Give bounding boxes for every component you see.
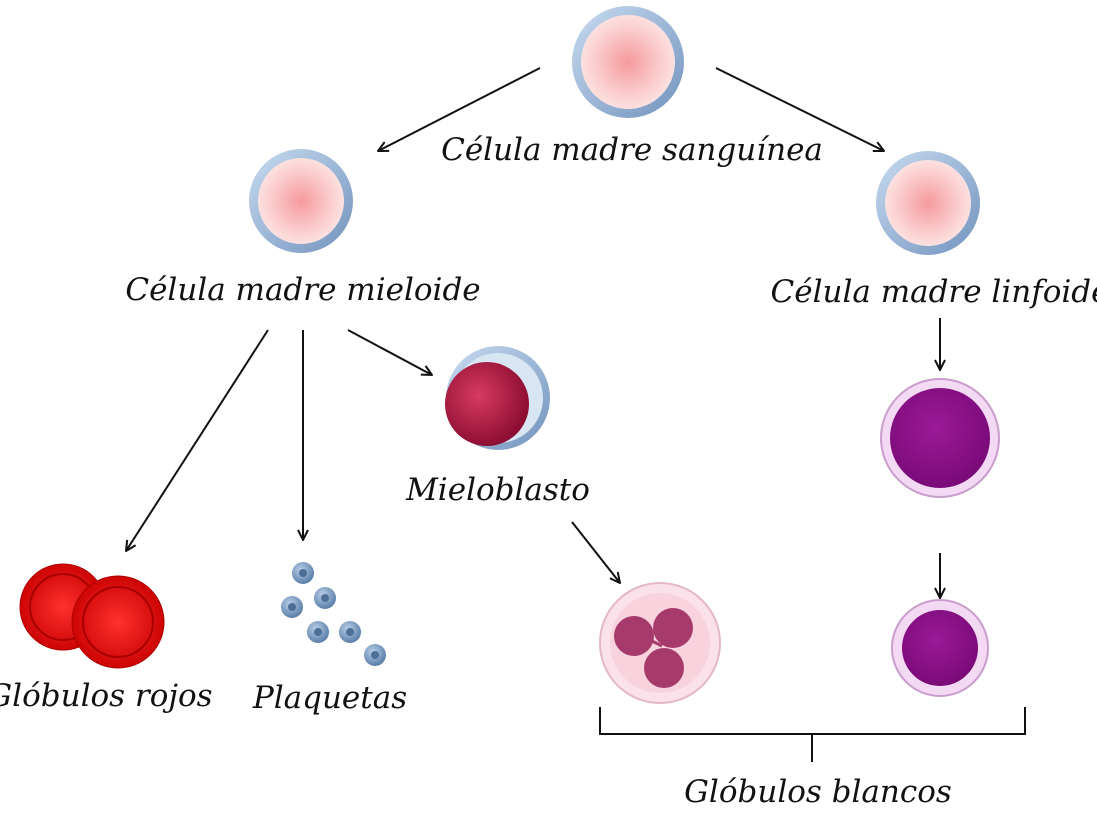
platelet	[339, 621, 361, 643]
arrow-myeloid-to-red-cells	[126, 329, 269, 551]
arrow-stem-to-lymphoid	[715, 67, 884, 151]
lymphoblast-cell	[880, 378, 1000, 498]
granulocyte-cell	[599, 582, 721, 704]
platelet	[364, 644, 386, 666]
arrow-stem-to-myeloid	[378, 67, 541, 151]
stem-cell-label: Célula madre sanguínea	[441, 132, 823, 168]
arrows	[126, 67, 940, 598]
white-cells-label: Glóbulos blancos	[684, 774, 952, 810]
arrow-myeloblast-to-granulocyte	[571, 521, 620, 583]
platelet	[281, 596, 303, 618]
lymphocyte-cell	[891, 599, 989, 697]
lymphoid-stem-cell-label: Célula madre linfoide	[771, 274, 1097, 310]
myeloid-stem-cell-label: Célula madre mieloide	[125, 272, 480, 308]
platelet	[307, 621, 329, 643]
platelets-label: Plaquetas	[252, 680, 407, 716]
platelet	[314, 587, 336, 609]
red-blood-cells-label: Glóbulos rojos	[0, 678, 213, 714]
lymphoid-stem-cell	[876, 151, 980, 255]
platelet	[292, 562, 314, 584]
myeloid-stem-cell	[249, 149, 353, 253]
arrow-myeloid-to-myeloblast	[347, 329, 432, 375]
white-cells-bracket	[599, 707, 1026, 762]
red-blood-cells	[19, 563, 165, 669]
platelets	[281, 562, 386, 666]
myeloblast-cell	[445, 346, 550, 450]
myeloblast-label: Mieloblasto	[405, 472, 590, 508]
blood-stem-cell	[572, 6, 684, 118]
